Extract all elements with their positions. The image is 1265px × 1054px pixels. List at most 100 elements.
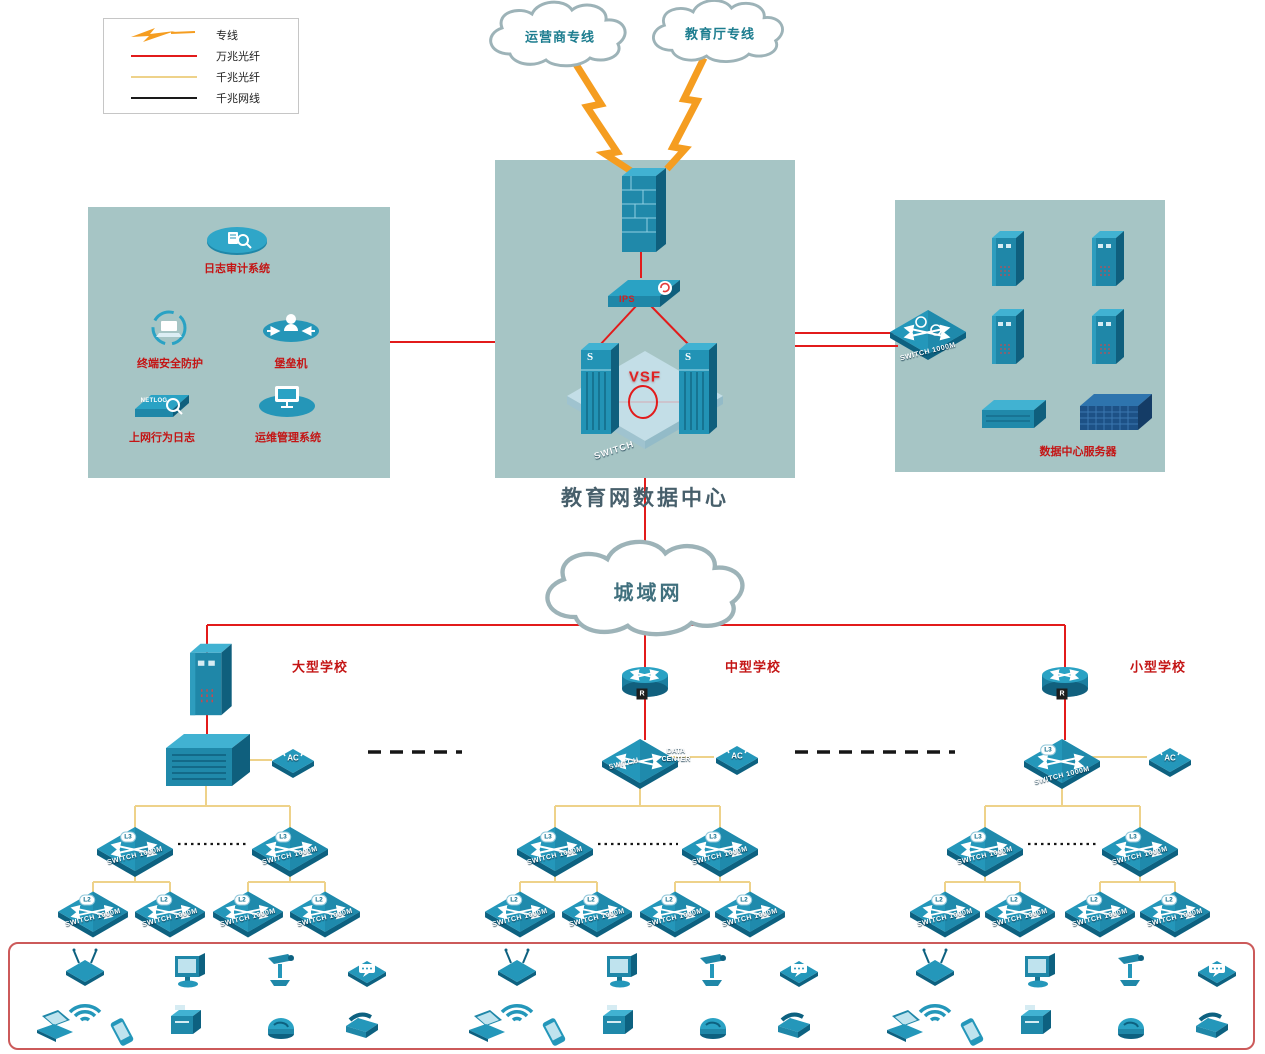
dc-server-icon: [991, 308, 1025, 365]
legend-row-dedicated: 专线: [112, 27, 290, 43]
legend-label: 千兆光纤: [216, 71, 260, 84]
wifi-signal-icon: [68, 1003, 102, 1022]
desktop-icon: [175, 953, 205, 988]
ops-label: 运维管理系统: [255, 432, 321, 444]
l3-badge: L3: [1040, 744, 1056, 756]
medium-school-label: 中型学校: [724, 659, 782, 675]
printer-icon: [602, 1004, 634, 1035]
smartphone-icon: [541, 1017, 567, 1047]
vsf-label: VSF: [628, 368, 662, 386]
bastion-label: 堡垒机: [274, 358, 308, 370]
wifi-ap-icon: [915, 947, 955, 987]
endpoint-security-label: 终端安全防护: [137, 358, 203, 370]
legend-row-1g-fiber: 千兆光纤: [112, 69, 290, 85]
dc-server-icon: [991, 230, 1025, 287]
l3-badge: L3: [540, 831, 556, 843]
switch-port-ring: [930, 324, 942, 336]
wifi-ap-icon: [497, 947, 537, 987]
laptop-icon: [37, 1010, 73, 1042]
datacenter-title: 教育网数据中心: [561, 486, 729, 510]
chassis-logo: S: [684, 351, 692, 363]
ptz-camera-icon: [1118, 954, 1144, 986]
ac-label: AC: [287, 753, 299, 763]
chat-terminal-icon: [780, 961, 818, 987]
l2-badge: L2: [234, 894, 250, 906]
dc-server-icon: [1091, 308, 1125, 365]
dashed-separators: [178, 750, 1098, 846]
desktop-icon: [1025, 953, 1055, 988]
printer-icon: [170, 1004, 202, 1035]
chat-terminal-icon: [1198, 961, 1236, 987]
core-firewall-icon: [621, 167, 667, 253]
large-school-label: 大型学校: [291, 659, 349, 675]
l2-badge: L2: [736, 894, 752, 906]
ips-label: IPS: [618, 294, 636, 304]
laptop-icon: [887, 1010, 923, 1042]
legend-row-10g-fiber: 万兆光纤: [112, 48, 290, 64]
ptz-camera-icon: [700, 954, 726, 986]
ops-management-icon: [258, 385, 316, 418]
lightning-links: [569, 56, 708, 174]
switch-port-ring: [915, 316, 927, 328]
l3-badge: L3: [705, 831, 721, 843]
server-zone-title: 数据中心服务器: [1039, 446, 1117, 458]
man-cloud-label: 城域网: [613, 582, 683, 605]
lightning-edu-icon: [664, 56, 708, 172]
router-badge: R: [1056, 688, 1068, 700]
yellow-line-icon: [112, 75, 216, 78]
smartphone-icon: [959, 1017, 985, 1047]
black-line-icon: [112, 96, 216, 99]
wifi-signal-icon: [918, 1003, 952, 1022]
dc-server-icon: [1091, 230, 1125, 287]
router-badge: R: [636, 688, 648, 700]
data-center-label: DATA CENTER: [661, 748, 691, 763]
legend: 专线 万兆光纤 千兆光纤 千兆网线: [103, 18, 299, 114]
l3-badge: L3: [970, 831, 986, 843]
dome-camera-icon: [267, 1017, 295, 1040]
l3-badge: L3: [1125, 831, 1141, 843]
l2-badge: L2: [583, 894, 599, 906]
legend-label: 万兆光纤: [216, 50, 260, 63]
telephone-icon: [1194, 1012, 1230, 1040]
ptz-camera-icon: [268, 954, 294, 986]
small-school-label: 小型学校: [1129, 659, 1187, 675]
chat-terminal-icon: [348, 961, 386, 987]
dc-rack-server-icon: [981, 399, 1047, 429]
netlog-tag: NETLOG: [140, 398, 168, 404]
l2-badge: L2: [1086, 894, 1102, 906]
bastion-host-icon: [263, 314, 319, 342]
l2-badge: L2: [311, 894, 327, 906]
wifi-ap-icon: [65, 947, 105, 987]
telephone-icon: [776, 1012, 812, 1040]
legend-label: 千兆网线: [216, 92, 260, 105]
smartphone-icon: [109, 1017, 135, 1047]
dc-blade-chassis-icon: [1079, 393, 1153, 431]
dome-camera-icon: [1117, 1017, 1145, 1040]
large-school-core-icon: [165, 733, 251, 787]
red-line-icon: [112, 54, 216, 57]
log-audit-label: 日志审计系统: [204, 263, 270, 275]
laptop-icon: [469, 1010, 505, 1042]
edu-cloud-label: 教育厅专线: [684, 26, 756, 42]
telephone-icon: [344, 1012, 380, 1040]
vsf-link-ring: [628, 385, 658, 419]
l3-badge: L3: [275, 831, 291, 843]
l2-badge: L2: [156, 894, 172, 906]
l2-badge: L2: [931, 894, 947, 906]
printer-icon: [1020, 1004, 1052, 1035]
l3-badge: L3: [120, 831, 136, 843]
l2-badge: L2: [1006, 894, 1022, 906]
legend-row-1g-copper: 千兆网线: [112, 90, 290, 106]
ac-label: AC: [1164, 753, 1176, 763]
l2-badge: L2: [1161, 894, 1177, 906]
l2-badge: L2: [79, 894, 95, 906]
wifi-signal-icon: [500, 1003, 534, 1022]
dome-camera-icon: [699, 1017, 727, 1040]
lightning-icon: [112, 27, 216, 43]
isp-cloud-label: 运营商专线: [524, 29, 596, 45]
large-school-gateway-icon: [189, 643, 233, 716]
ac-label: AC: [731, 751, 743, 761]
l2-badge: L2: [661, 894, 677, 906]
